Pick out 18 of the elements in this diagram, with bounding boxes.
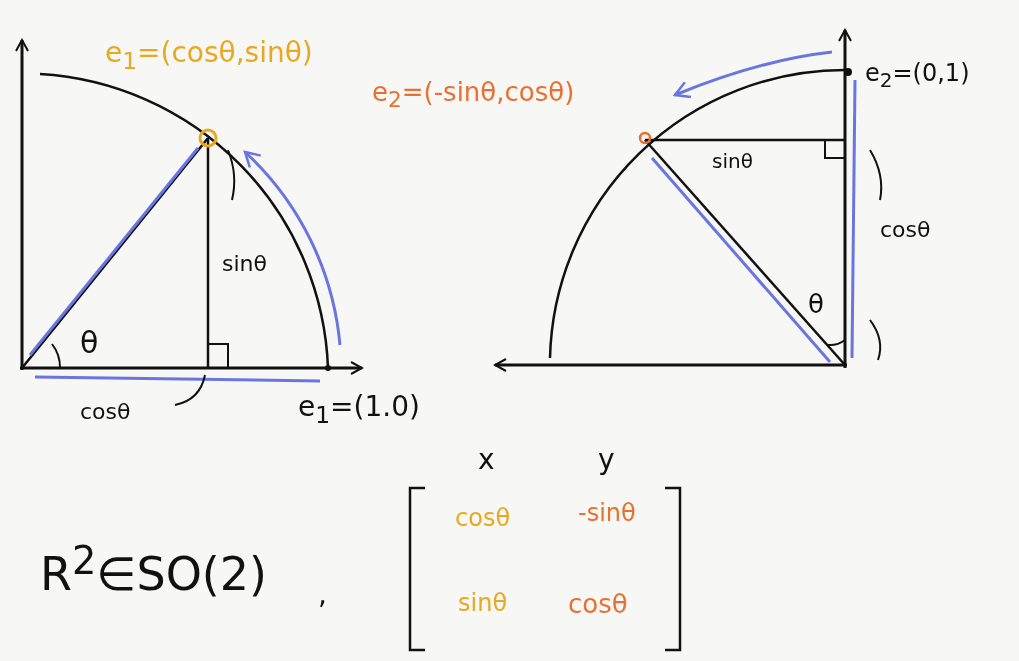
angle-label: θ (808, 290, 824, 319)
matrix-entry: sinθ (458, 590, 508, 617)
formula: R$^{2}$∈SO(2) (40, 540, 267, 600)
angle-label: θ (80, 326, 99, 359)
vector-label: e$_{1}$=(cosθ,sinθ) (105, 38, 313, 75)
comma: , (318, 580, 327, 611)
segment-label: cosθ (80, 400, 131, 425)
vector-label: e$_{1}$=(1.0) (298, 392, 420, 429)
matrix-entry: -sinθ (578, 500, 636, 527)
segment-label: cosθ (880, 218, 931, 243)
axis-label: y (598, 445, 615, 476)
segment-label: sinθ (222, 252, 267, 277)
matrix-entry: cosθ (568, 590, 628, 619)
vector-label: e$_{2}$=(0,1) (865, 60, 970, 91)
segment-label: sinθ (712, 150, 753, 172)
vector-label: e$_{2}$=(-sinθ,cosθ) (372, 78, 575, 112)
axis-label: x (478, 445, 495, 476)
matrix-entry: cosθ (455, 505, 511, 532)
